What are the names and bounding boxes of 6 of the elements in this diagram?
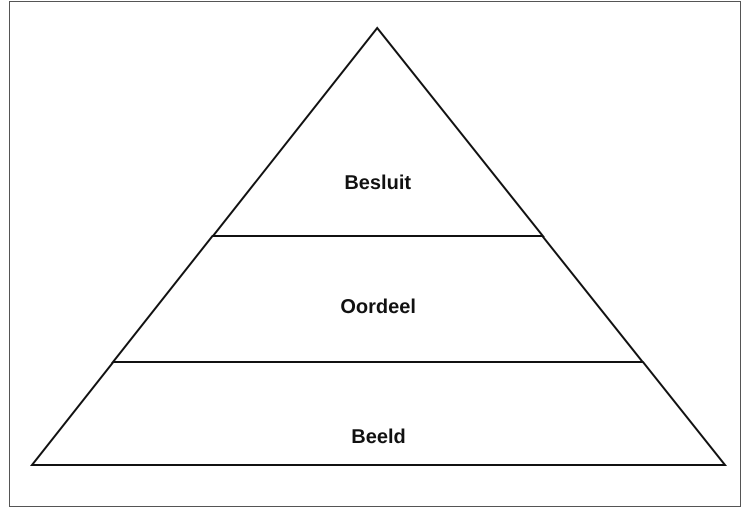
layer-label: Oordeel <box>340 295 416 320</box>
pyramid-layer <box>32 362 725 465</box>
layer-label: Besluit <box>344 171 412 196</box>
pyramid-layer <box>212 28 543 236</box>
pyramid-layer <box>113 236 643 362</box>
layer-label: Beeld <box>351 425 406 450</box>
